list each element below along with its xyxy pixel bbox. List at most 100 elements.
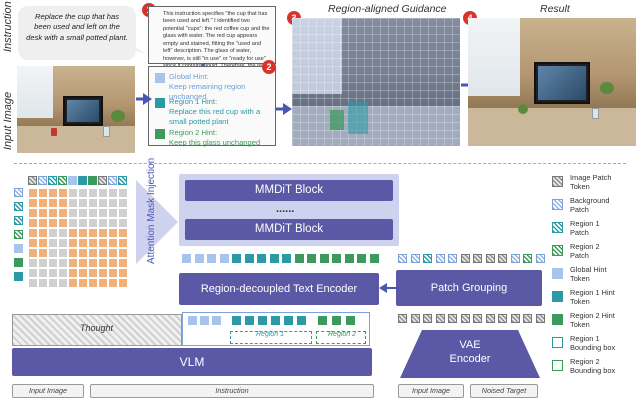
mask-column-token: [88, 176, 97, 185]
mask-cell: [28, 188, 38, 198]
mask-column-token: [58, 176, 67, 185]
global-hint-swatch: [155, 73, 165, 83]
legend-swatch-bb1: [552, 337, 563, 348]
region1-hint-token: [284, 316, 293, 325]
mask-cell: [38, 208, 48, 218]
mask-cell: [78, 278, 88, 288]
mask-cell: [68, 228, 78, 238]
patch-token: [448, 254, 457, 263]
hint-token: [319, 254, 329, 263]
input-image-pill-2: Input Image: [398, 384, 464, 398]
hint-token: [194, 254, 204, 263]
image-patch-token: [485, 314, 495, 323]
mask-cell: [118, 238, 128, 248]
mask-cell: [38, 198, 48, 208]
mask-cell: [68, 238, 78, 248]
region1-hint-token: [258, 316, 267, 325]
hint-token: [219, 254, 229, 263]
hint-token: [232, 254, 241, 263]
mask-cell: [108, 268, 118, 278]
mask-cell: [78, 218, 88, 228]
mask-row-token: [14, 188, 23, 197]
legend-label-r1: Region 1 Patch: [570, 219, 600, 237]
mask-cell: [38, 228, 48, 238]
step-badge-2: 2: [262, 60, 276, 74]
mask-cell: [68, 188, 78, 198]
mask-cell: [28, 268, 38, 278]
instruction-bubble: Replace the cup that has been used and l…: [18, 6, 136, 60]
section-divider: [14, 163, 626, 164]
mask-cell: [68, 268, 78, 278]
image-patch-token: [523, 314, 532, 323]
mask-cell: [118, 188, 128, 198]
mask-cell: [58, 218, 68, 228]
mask-cell: [58, 268, 68, 278]
legend-swatch-r1: [552, 222, 563, 233]
mask-cell: [28, 228, 38, 238]
legend-swatch-r1h: [552, 291, 563, 302]
mask-cell: [118, 218, 128, 228]
right-arrow-icon: [136, 93, 152, 105]
mask-cell: [108, 248, 118, 258]
image-patch-token: [473, 314, 482, 323]
mmdit-ellipsis: ......: [276, 203, 295, 215]
region1-hint-token: [232, 316, 241, 325]
region2-highlight: [348, 102, 368, 134]
mask-cell: [48, 278, 58, 288]
hint-token: [369, 254, 379, 263]
mask-cell: [28, 248, 38, 258]
mask-row-token: [14, 272, 23, 281]
mask-cell: [98, 198, 108, 208]
mask-cell: [118, 268, 128, 278]
mask-cell: [58, 208, 68, 218]
mask-cell: [68, 278, 78, 288]
mask-column-token: [98, 176, 107, 185]
patch-token: [460, 254, 470, 263]
image-patch-token: [398, 314, 407, 323]
mask-cell: [58, 188, 68, 198]
mask-cell: [48, 248, 58, 258]
image-patch-token: [410, 314, 420, 323]
mask-column-token: [48, 176, 57, 185]
mask-cell: [78, 248, 88, 258]
mask-cell: [88, 248, 98, 258]
mask-cell: [88, 198, 98, 208]
mask-cell: [98, 208, 108, 218]
mask-cell: [78, 268, 88, 278]
mask-cell: [88, 228, 98, 238]
region1-hint-token: [297, 316, 306, 325]
mask-cell: [38, 278, 48, 288]
mask-column-token: [38, 176, 47, 185]
mask-cell: [98, 218, 108, 228]
mask-cell: [58, 198, 68, 208]
right-arrow-icon: [276, 103, 292, 115]
hint-token: [282, 254, 291, 263]
hint-token: [294, 254, 304, 263]
patch-token: [498, 254, 507, 263]
reasoning-note: This instruction specifies "the cup that…: [148, 6, 276, 77]
mask-cell: [108, 198, 118, 208]
legend-swatch-bg: [552, 199, 563, 210]
mask-cell: [58, 238, 68, 248]
mask-cell: [118, 248, 128, 258]
hint-note: Global Hint:Keep remaining region unchan…: [148, 66, 276, 147]
mask-cell: [118, 278, 128, 288]
legend-swatch-img: [552, 176, 563, 187]
legend-label-bb2: Region 2 Bounding box: [570, 357, 616, 375]
hint-token: [357, 254, 366, 263]
hint-token: [182, 254, 191, 263]
image-patch-token: [435, 314, 445, 323]
instruction-hint-token: [212, 316, 221, 325]
mask-cell: [118, 258, 128, 268]
mask-cell: [48, 188, 58, 198]
hint-token: [244, 254, 254, 263]
mask-cell: [78, 228, 88, 238]
image-patch-token: [423, 314, 432, 323]
mask-row-token: [14, 202, 23, 211]
instruction-pill: Instruction: [90, 384, 374, 398]
mask-cell: [98, 228, 108, 238]
mask-cell: [98, 258, 108, 268]
mask-cell: [38, 188, 48, 198]
patch-token: [423, 254, 432, 263]
global-hint-text: Global Hint:Keep remaining region unchan…: [169, 72, 246, 101]
